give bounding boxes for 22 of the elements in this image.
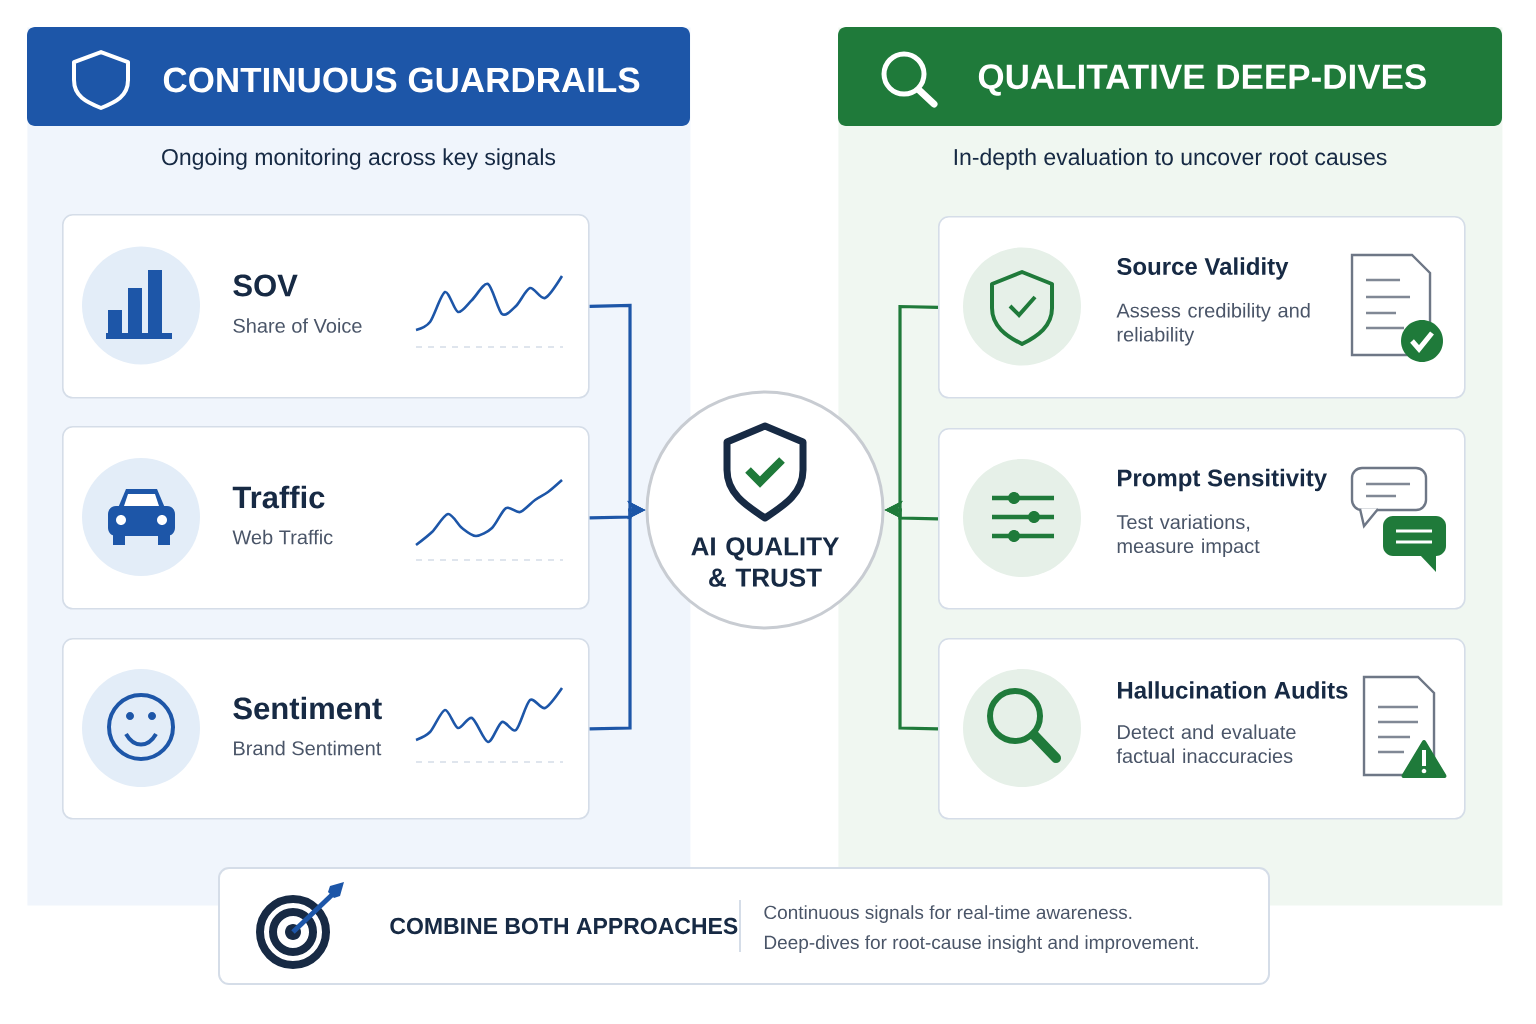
header-band: QUALITATIVE DEEP-DIVES bbox=[838, 27, 1502, 126]
summary-heading: COMBINE BOTH APPROACHES bbox=[390, 917, 738, 935]
card-subtitle: Detect and evaluate factual inaccuracies bbox=[1116, 724, 1296, 764]
card-subtitle: Share of Voice bbox=[233, 318, 362, 333]
summary-box bbox=[218, 867, 1270, 985]
card-title: Sentiment bbox=[233, 696, 382, 720]
panel-subtitle: In-depth evaluation to uncover root causes bbox=[954, 148, 1387, 170]
card-subtitle: Brand Sentiment bbox=[234, 740, 382, 756]
card-title: Hallucination Audits bbox=[1118, 681, 1348, 699]
card-title: SOV bbox=[233, 274, 298, 297]
card-subtitle: Web Traffic bbox=[232, 529, 333, 545]
card-title: Traffic bbox=[232, 485, 325, 509]
card-subtitle: Assess credibility and reliability bbox=[1116, 302, 1310, 346]
hub-label: AI QUALITY & TRUST bbox=[691, 537, 839, 587]
hub-circle bbox=[645, 390, 885, 630]
card-title: Prompt Sensitivity bbox=[1118, 468, 1327, 492]
panel-subtitle: Ongoing monitoring across key signals bbox=[162, 148, 556, 170]
summary-line: Continuous signals for real-time awareness. bbox=[764, 905, 1132, 923]
card-title: Source Validity bbox=[1117, 257, 1289, 280]
header-band: CONTINUOUS GUARDRAILS bbox=[27, 27, 690, 126]
summary-line: Deep-dives for root-cause insight and improvement. bbox=[765, 935, 1198, 953]
card-subtitle: Test variations, measure impact bbox=[1116, 514, 1260, 558]
